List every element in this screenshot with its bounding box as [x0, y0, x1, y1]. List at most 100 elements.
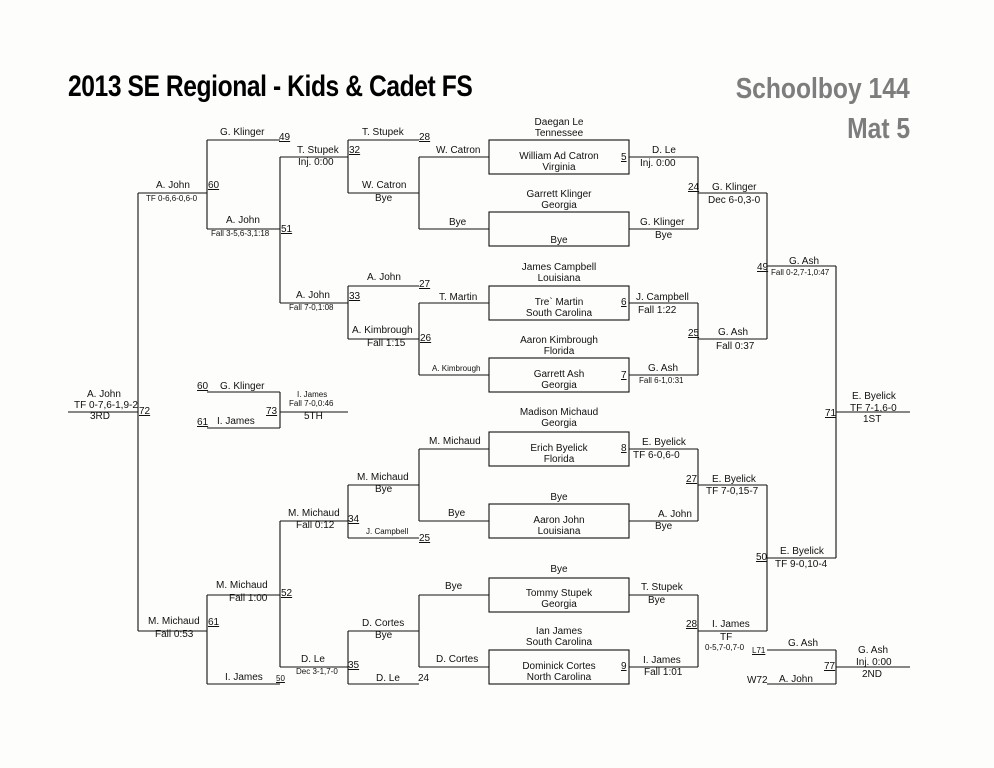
label-11: William Ad Catron: [519, 151, 599, 162]
weight-class: Schoolboy 144: [736, 73, 910, 105]
label-116: 61: [208, 617, 220, 628]
label-140: 77: [824, 661, 836, 672]
mat-number: Mat 5: [846, 113, 910, 145]
label-59: Georgia: [541, 380, 577, 391]
label-78: 71: [825, 408, 837, 419]
label-58: Garrett Ash: [533, 369, 585, 380]
label-99: 34: [348, 514, 360, 525]
label-136: North Carolina: [526, 672, 592, 683]
label-35: G. Ash: [789, 256, 820, 267]
label-98: M. Michaud: [288, 508, 340, 519]
label-12: Virginia: [542, 162, 576, 173]
label-24: Garrett Klinger: [526, 189, 592, 200]
label-36: 49: [757, 262, 769, 273]
label-55: Aaron Kimbrough: [520, 335, 598, 346]
label-33: James Campbell: [521, 262, 597, 273]
label-143: D. Le: [376, 673, 400, 684]
label-109: 52: [281, 588, 293, 599]
label-38: A. John: [367, 272, 401, 283]
label-46: 33: [349, 291, 361, 302]
label-69: 61: [197, 417, 209, 428]
label-31: Bye: [655, 230, 673, 241]
label-125: South Carolina: [525, 637, 593, 648]
label-97: Bye: [655, 521, 673, 532]
label-40: T. Martin: [439, 292, 478, 303]
label-42: South Carolina: [525, 308, 593, 319]
label-101: J. Campbell: [366, 527, 409, 536]
label-37: Fall 0-2,7-1,0:47: [771, 268, 830, 277]
label-131: D. Le: [301, 654, 325, 665]
label-142: 50: [276, 674, 285, 683]
label-124: Ian James: [535, 626, 583, 637]
label-110: Bye: [445, 581, 463, 592]
label-21: 24: [688, 182, 700, 193]
label-49: A. Kimbrough: [352, 325, 413, 336]
label-44: J. Campbell: [636, 292, 689, 303]
label-90: E. Byelick: [712, 474, 756, 485]
label-117: Fall 0:53: [155, 629, 194, 640]
label-70: I. James: [217, 416, 255, 427]
label-82: Erich Byelick: [530, 443, 588, 454]
label-102: 25: [419, 533, 431, 544]
label-96: A. John: [658, 509, 692, 520]
label-132: 35: [348, 660, 360, 671]
label-19: W. Catron: [362, 180, 407, 191]
label-77: 1ST: [863, 414, 882, 425]
label-27: Fall 3-5,6-3,1:18: [211, 229, 270, 238]
label-75: E. Byelick: [852, 391, 896, 402]
label-88: Bye: [375, 484, 393, 495]
label-107: M. Michaud: [216, 580, 268, 591]
label-1: G. Klinger: [220, 127, 265, 138]
label-104: E. Byelick: [780, 546, 824, 557]
label-68: 73: [266, 406, 278, 417]
label-53: G. Ash: [718, 327, 749, 338]
label-127: L71: [752, 646, 766, 655]
label-61: G. Ash: [648, 363, 679, 374]
label-30: G. Klinger: [640, 217, 685, 228]
label-105: TF 9-0,10-4: [775, 559, 828, 570]
label-60: 7: [621, 370, 627, 381]
label-67: 5TH: [304, 411, 323, 422]
label-3: T. Stupek: [362, 127, 404, 138]
label-73: 3RD: [90, 411, 111, 422]
label-28: 51: [281, 224, 293, 235]
label-29: Bye: [449, 217, 467, 228]
label-115: M. Michaud: [148, 616, 200, 627]
label-48: Fall 1:22: [638, 305, 677, 316]
label-26: A. John: [226, 215, 260, 226]
label-122: TF: [720, 632, 733, 643]
label-118: D. Cortes: [362, 618, 405, 629]
label-66: Fall 7-0,0:46: [289, 399, 334, 408]
label-64: G. Klinger: [220, 381, 265, 392]
label-18: TF 0-6,6-0,6-0: [146, 194, 198, 203]
label-43: 6: [621, 297, 627, 308]
label-22: G. Klinger: [712, 182, 757, 193]
label-80: Georgia: [541, 418, 577, 429]
label-129: Inj. 0:00: [856, 657, 892, 668]
label-5: Daegan Le: [534, 117, 584, 128]
label-113: T. Stupek: [641, 582, 683, 593]
label-146: A. John: [779, 674, 813, 685]
label-57: A. Kimbrough: [432, 364, 481, 373]
label-54: Fall 0:37: [716, 341, 755, 352]
label-56: Florida: [543, 346, 575, 357]
label-92: Bye: [550, 492, 568, 503]
label-86: TF 6-0,6-0: [633, 450, 680, 461]
label-130: 2ND: [862, 669, 883, 680]
label-120: 28: [686, 619, 698, 630]
label-112: Georgia: [541, 599, 577, 610]
label-81: M. Michaud: [429, 436, 481, 447]
label-7: T. Stupek: [297, 145, 339, 156]
label-25: Georgia: [541, 200, 577, 211]
label-2: 49: [279, 132, 291, 143]
label-138: I. James: [643, 655, 681, 666]
label-47: Fall 7-0,1:08: [289, 303, 334, 312]
label-76: TF 7-1,6-0: [850, 403, 897, 414]
label-17: 60: [208, 180, 220, 191]
label-20: Bye: [375, 193, 393, 204]
label-23: Dec 6-0,3-0: [708, 195, 761, 206]
label-79: Madison Michaud: [519, 407, 599, 418]
label-103: 50: [756, 552, 768, 563]
label-15: Inj. 0:00: [640, 158, 676, 169]
